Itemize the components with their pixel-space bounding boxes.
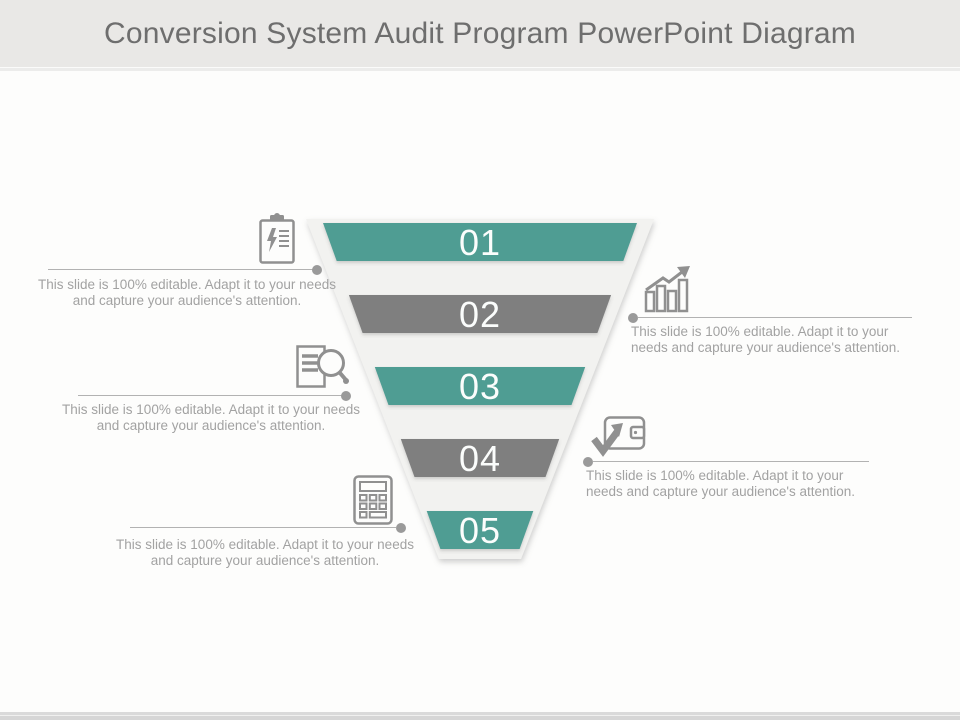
callout-caption-left-3: This slide is 100% editable. Adapt it to… (116, 537, 414, 568)
callout-caption-left-1: This slide is 100% editable. Adapt it to… (38, 277, 336, 308)
connector-dot (312, 265, 322, 275)
funnel-level-02-number: 02 (459, 294, 501, 335)
funnel-level-05: 05 (426, 510, 534, 551)
slide-title: Conversion System Audit Program PowerPoi… (104, 16, 856, 50)
connector-line (130, 527, 396, 528)
document-search-icon (295, 343, 349, 395)
funnel-level-02-shape (348, 295, 612, 333)
funnel-level-01-number: 01 (459, 222, 501, 263)
slide-header: Conversion System Audit Program PowerPoi… (0, 0, 960, 67)
callout-caption-right-2: This slide is 100% editable. Adapt it to… (586, 468, 856, 499)
funnel-level-04-number: 04 (459, 438, 501, 479)
footer-strip (0, 712, 960, 720)
connector-line (593, 461, 869, 462)
connector-dot (396, 523, 406, 533)
funnel-level-01-shape (323, 223, 637, 261)
funnel-level-01: 01 (323, 222, 637, 263)
funnel-level-03: 03 (374, 366, 586, 407)
header-divider (0, 67, 960, 73)
clipboard-lightning-icon (258, 213, 296, 265)
funnel-level-02: 02 (348, 294, 612, 335)
connector-dot (341, 391, 351, 401)
funnel-level-04-shape (400, 439, 560, 477)
callout-caption-left-2: This slide is 100% editable. Adapt it to… (62, 402, 360, 433)
connector-dot (583, 457, 593, 467)
connector-line (48, 269, 314, 270)
funnel-level-04: 04 (400, 438, 560, 479)
connector-dot (628, 313, 638, 323)
funnel-level-03-number: 03 (459, 366, 501, 407)
callout-caption-right-1: This slide is 100% editable. Adapt it to… (631, 324, 901, 355)
funnel-level-05-shape (426, 511, 534, 549)
connector-line (638, 317, 912, 318)
funnel-level-05-number: 05 (459, 510, 501, 551)
wallet-check-icon (589, 415, 647, 463)
bar-chart-growth-icon (643, 264, 693, 314)
calculator-icon (351, 474, 395, 526)
funnel-level-03-shape (374, 367, 586, 405)
connector-line (78, 395, 342, 396)
